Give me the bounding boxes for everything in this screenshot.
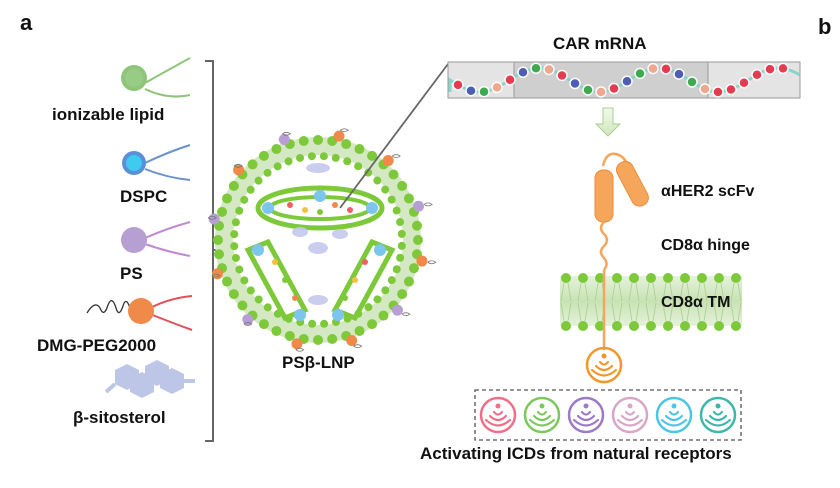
dmg-peg2000-icon: [86, 295, 193, 331]
label-icds: Activating ICDs from natural receptors: [420, 444, 732, 463]
label-scfv: αHER2 scFv: [661, 183, 755, 200]
label-beta-sitosterol: β-sitosterol: [73, 408, 166, 427]
lnp-nanoparticle: [207, 128, 437, 352]
scfv-domain-vl: [615, 160, 649, 207]
car-mrna-strand: [447, 61, 801, 99]
icd-signal-icon: [611, 396, 649, 434]
beta-sitosterol-icon: [104, 360, 195, 398]
car-receptor: [594, 152, 649, 350]
label-tm: CD8α TM: [661, 294, 731, 311]
scfv-domain-vh: [594, 169, 614, 223]
panel-label-a: a: [20, 10, 33, 35]
car-icd-icon: [585, 346, 623, 384]
zoom-connector-line: [339, 63, 449, 209]
ps-icon: [121, 221, 191, 257]
ionizable-lipid-icon: [121, 57, 191, 98]
icd-group-box: [474, 389, 742, 441]
label-car-mrna: CAR mRNA: [553, 34, 647, 53]
icd-signal-icon: [567, 396, 605, 434]
dspc-icon: [122, 144, 191, 181]
label-ps: PS: [120, 264, 143, 283]
label-hinge: CD8α hinge: [661, 237, 750, 254]
icd-signal-icon: [523, 396, 561, 434]
car-icd-signal-icon: [585, 346, 623, 384]
cd8a-hinge: [599, 221, 609, 271]
label-lnp: PSβ-LNP: [282, 353, 355, 372]
membrane-bilayer: [560, 273, 742, 331]
translation-arrow-icon: [594, 107, 622, 137]
icd-signal-icon: [699, 396, 737, 434]
label-dmg-peg2000: DMG-PEG2000: [37, 336, 157, 355]
label-dspc: DSPC: [120, 187, 168, 206]
icd-signal-icon: [479, 396, 517, 434]
panel-label-b: b: [818, 14, 832, 39]
icd-signal-icon: [655, 396, 693, 434]
label-ionizable-lipid: ionizable lipid: [52, 105, 165, 124]
